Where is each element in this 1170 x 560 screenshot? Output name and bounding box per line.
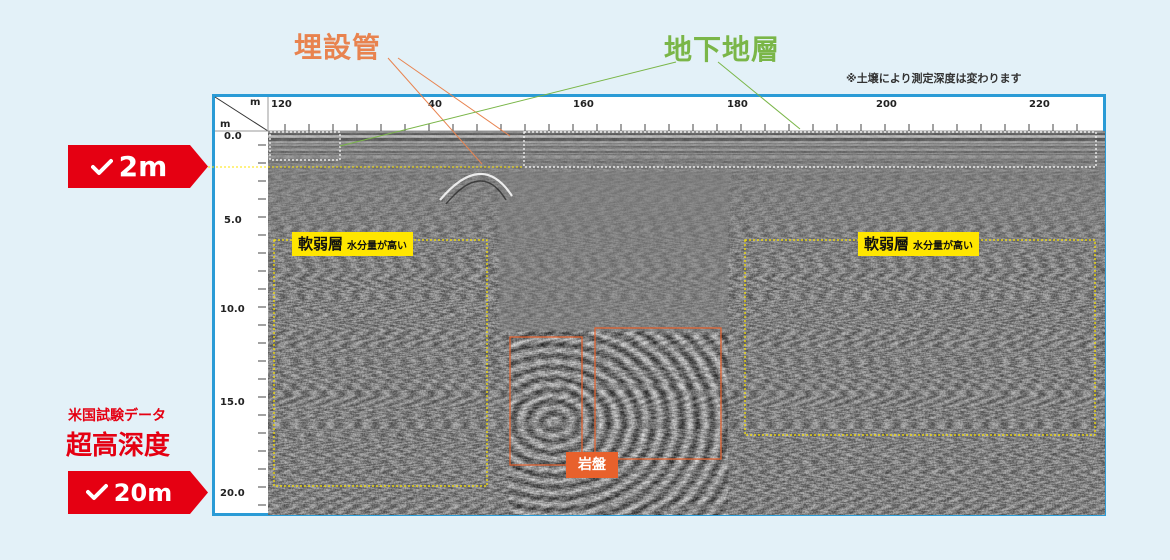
top-tick-label: 200 (876, 99, 897, 110)
pipe-title: 埋設管 (294, 31, 382, 64)
depth-2m-value: 2m (118, 150, 168, 183)
weak-layer-subtitle: 水分量が高い (347, 241, 408, 252)
top-tick-label: 160 (573, 99, 594, 110)
depth-20m-badge-arrow (190, 471, 208, 514)
depth-tick-label: 0.0 (224, 131, 242, 142)
strata-title: 地下地層 (664, 33, 781, 66)
top-tick-label: 40 (428, 99, 442, 110)
left-unit-label: m (220, 119, 231, 130)
depth-20m-value: 20m (113, 478, 173, 507)
top-tick-label: 220 (1029, 99, 1050, 110)
depth-2m-badge-arrow (190, 145, 208, 188)
top-tick-label: 180 (727, 99, 748, 110)
depth-20m-badge: 20m (68, 471, 190, 514)
depth-tick-label: 10.0 (220, 304, 245, 315)
weak-layer-label-left: 軟弱層水分量が高い (292, 232, 414, 256)
check-icon (85, 479, 108, 507)
top-tick-label: 120 (271, 99, 292, 110)
top-unit-label: m (250, 97, 261, 108)
weak-layer-title: 軟弱層 (864, 235, 910, 253)
depth-tick-label: 5.0 (224, 215, 242, 226)
depth-tick-label: 15.0 (220, 397, 245, 408)
radar-scan-image (268, 131, 1105, 515)
us-test-data-label: 米国試験データ (68, 408, 166, 424)
weak-layer-subtitle: 水分量が高い (913, 241, 974, 252)
depth-tick-label: 20.0 (220, 488, 245, 499)
depth-note: ※土壌により測定深度は変わります (846, 72, 1022, 85)
ultra-depth-label: 超高深度 (66, 431, 171, 461)
weak-layer-label-right: 軟弱層水分量が高い (858, 232, 980, 256)
depth-2m-badge: 2m (68, 145, 190, 188)
bedrock-label: 岩盤 (566, 452, 618, 478)
check-icon (90, 150, 113, 183)
weak-layer-title: 軟弱層 (298, 235, 344, 253)
